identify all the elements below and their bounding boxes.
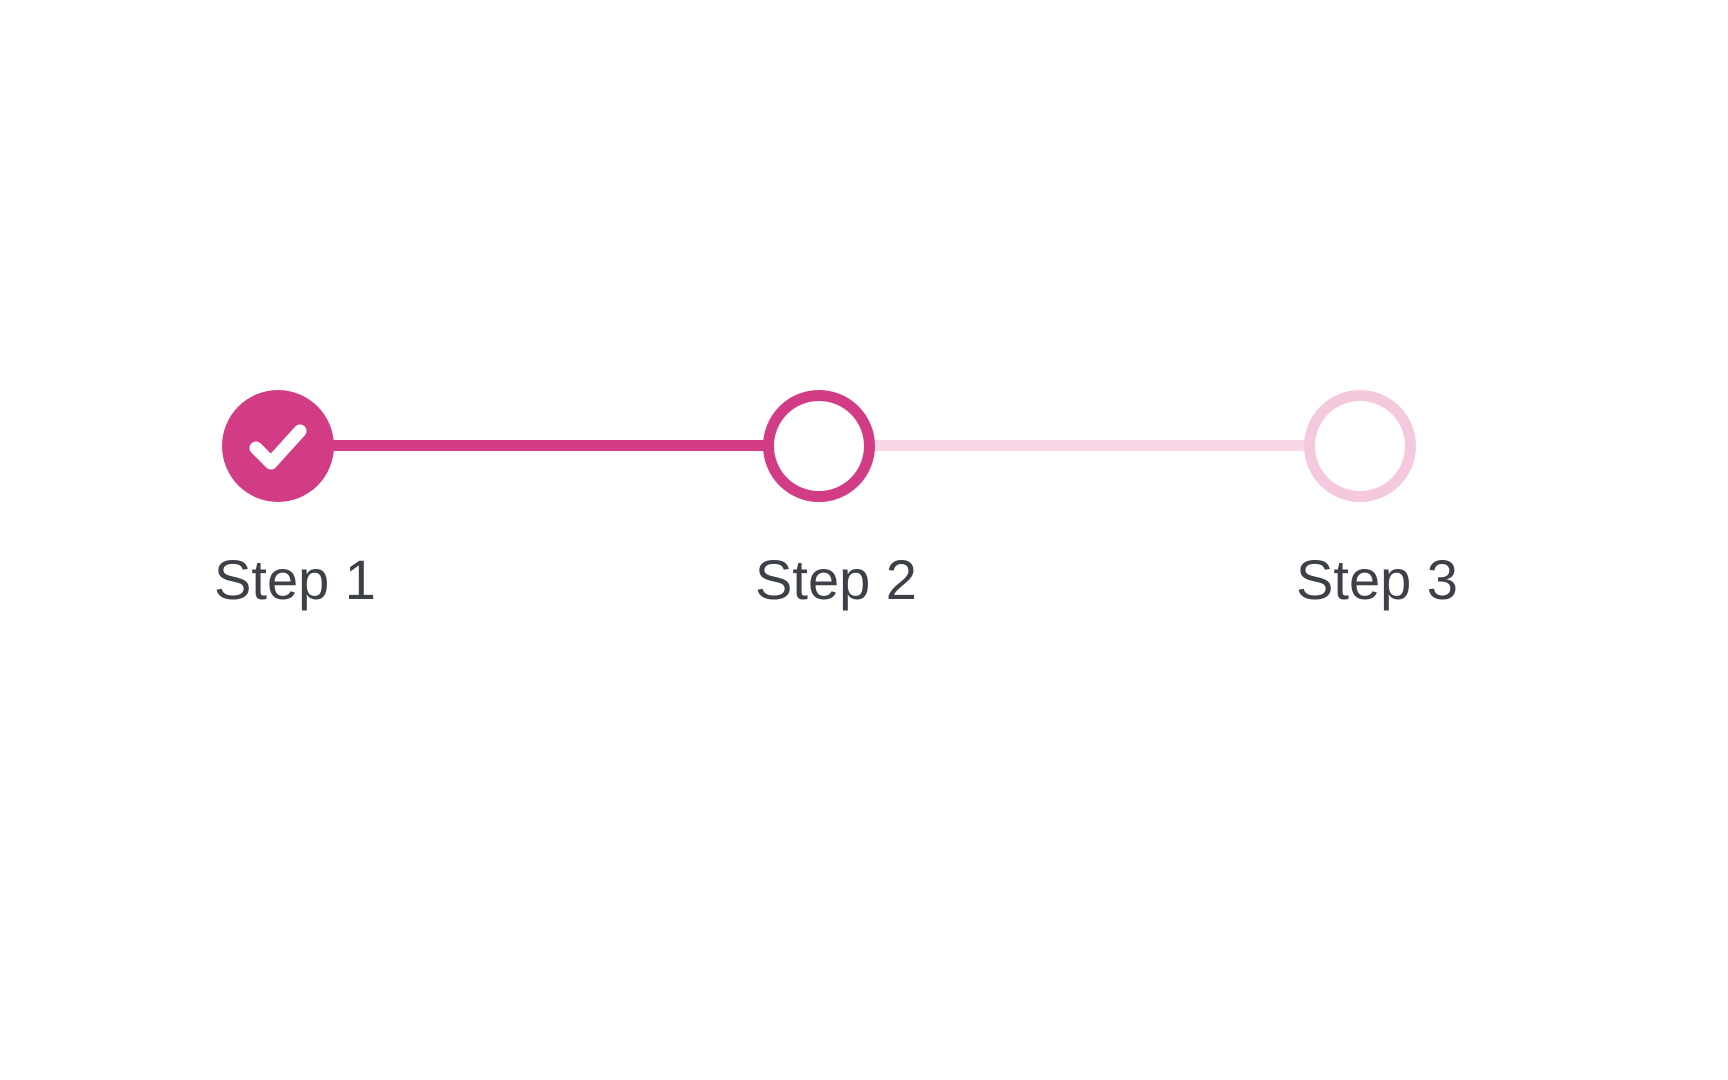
step-1-label: Step 1 <box>214 548 376 611</box>
checkmark-icon <box>249 422 307 470</box>
step-3-indicator[interactable] <box>1304 390 1416 502</box>
step-3-label: Step 3 <box>1296 548 1458 611</box>
step-2-label: Step 2 <box>755 548 917 611</box>
connector-step2-step3 <box>819 440 1360 451</box>
connector-step1-step2 <box>278 440 819 451</box>
step-2-indicator[interactable] <box>763 390 875 502</box>
step-1-indicator[interactable] <box>222 390 334 502</box>
